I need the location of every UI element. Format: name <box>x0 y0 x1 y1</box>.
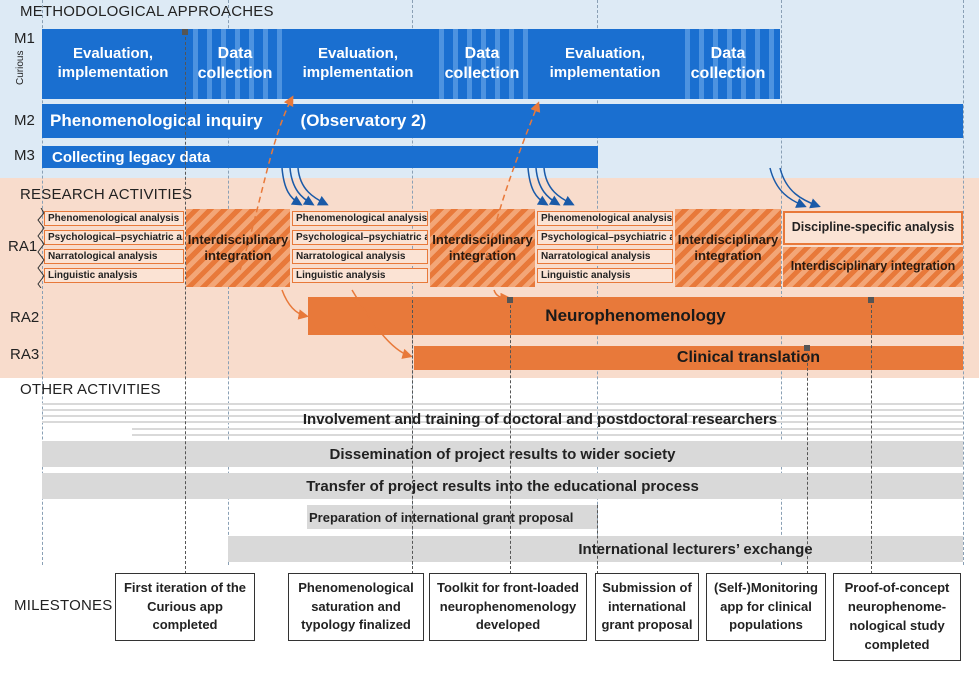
m2-bar: Phenomenological inquiry (Observatory 2) <box>42 104 963 138</box>
milestone-connector <box>597 505 598 574</box>
analysis-item: Narratological analysis <box>44 249 184 264</box>
ra1-discipline-specific: Discipline-specific analysis <box>783 211 963 245</box>
blue-arrow-group-2 <box>527 167 575 206</box>
grant-bar: Preparation of international grant propo… <box>307 505 597 529</box>
m1-data-1: Data collection <box>184 29 286 99</box>
involvement-label: Involvement and training of doctoral and… <box>302 410 778 428</box>
ra1-integration-2: Interdisciplinary integration <box>430 209 535 287</box>
involvement-line <box>42 403 963 405</box>
exchange-bar: International lecturers’ exchange <box>228 536 963 562</box>
involvement-line <box>132 434 963 436</box>
ra1-analysis-group-1: Phenomenological analysis Psychological–… <box>44 211 184 285</box>
row-label-m3: M3 <box>14 147 35 164</box>
blue-arrow-group-1 <box>281 167 329 206</box>
orange-solid-arrows <box>281 289 511 359</box>
m3-bar: Collecting legacy data <box>42 146 598 168</box>
milestone-connector <box>510 300 511 574</box>
involvement-line <box>42 415 963 417</box>
connector-dot <box>868 297 874 303</box>
analysis-item: Linguistic analysis <box>44 268 184 283</box>
ra1-integration-3: Interdisciplinary integration <box>675 209 781 287</box>
ra2-bar: Neurophenomenology <box>308 297 963 335</box>
analysis-item: Narratological analysis <box>537 249 673 264</box>
involvement-line <box>132 428 963 430</box>
milestone-box-1: First iteration of the Curious app compl… <box>115 573 255 641</box>
ra1-integration-1: Interdisciplinary integration <box>186 209 290 287</box>
analysis-item: Linguistic analysis <box>292 268 428 283</box>
milestone-box-2: Phenomenological saturation and typology… <box>288 573 424 641</box>
m2-sub: (Observatory 2) <box>300 111 427 130</box>
section-title-other: OTHER ACTIVITIES <box>20 381 161 398</box>
m1-eval-1: Evaluation, implementation <box>42 29 184 99</box>
connector-dot <box>507 297 513 303</box>
analysis-item: Psychological–psychiatric a. <box>44 230 184 245</box>
ra1-bracket <box>37 208 45 288</box>
m1-eval-3: Evaluation, implementation <box>534 29 676 99</box>
section-title-milestones: MILESTONES <box>14 597 113 614</box>
ra1-interdisciplinary-final: Interdisciplinary integration <box>783 247 963 287</box>
involvement-line <box>42 409 963 411</box>
analysis-item: Linguistic analysis <box>537 268 673 283</box>
connector-dot <box>182 29 188 35</box>
ra1-analysis-group-2: Phenomenological analysis Psychological–… <box>292 211 428 285</box>
analysis-item: Phenomenological analysis <box>44 211 184 226</box>
grid-line <box>42 0 43 565</box>
row-label-m2: M2 <box>14 112 35 129</box>
blue-arrow-group-3 <box>769 167 821 209</box>
analysis-item: Psychological–psychiatric a. <box>292 230 428 245</box>
milestone-connector <box>412 300 413 574</box>
row-label-m1: M1 <box>14 30 35 47</box>
milestone-box-4: Submission of international grant propos… <box>595 573 699 641</box>
milestone-connector <box>185 32 186 574</box>
grid-line <box>963 0 964 565</box>
milestone-connector <box>871 300 872 574</box>
dissemination-bar: Dissemination of project results to wide… <box>42 441 963 467</box>
transfer-bar: Transfer of project results into the edu… <box>42 473 963 499</box>
connector-dot <box>804 345 810 351</box>
m1-data-2: Data collection <box>430 29 534 99</box>
milestone-box-6: Proof-of-concept neurophenome-nological … <box>833 573 961 661</box>
grid-line <box>781 0 782 565</box>
analysis-item: Phenomenological analysis <box>292 211 428 226</box>
m1-eval-2: Evaluation, implementation <box>286 29 430 99</box>
row-label-ra1: RA1 <box>8 238 38 255</box>
row-label-ra2: RA2 <box>10 309 40 326</box>
m1-data-3: Data collection <box>676 29 780 99</box>
orange-dashed-arrows <box>239 95 541 271</box>
m2-title: Phenomenological inquiry <box>50 111 263 130</box>
section-title-methods: METHODOLOGICAL APPROACHES <box>20 3 274 20</box>
row-label-ra3: RA3 <box>10 346 40 363</box>
involvement-line <box>42 421 963 423</box>
milestone-connector <box>807 348 808 574</box>
analysis-item: Psychological–psychiatric a. <box>537 230 673 245</box>
milestone-box-5: (Self-)Monitoring app for clinical popul… <box>706 573 826 641</box>
analysis-item: Phenomenological analysis <box>537 211 673 226</box>
ra1-analysis-group-3: Phenomenological analysis Psychological–… <box>537 211 673 285</box>
section-title-research: RESEARCH ACTIVITIES <box>20 186 193 203</box>
analysis-item: Narratological analysis <box>292 249 428 264</box>
milestone-box-3: Toolkit for front-loaded neurophenomenol… <box>429 573 587 641</box>
